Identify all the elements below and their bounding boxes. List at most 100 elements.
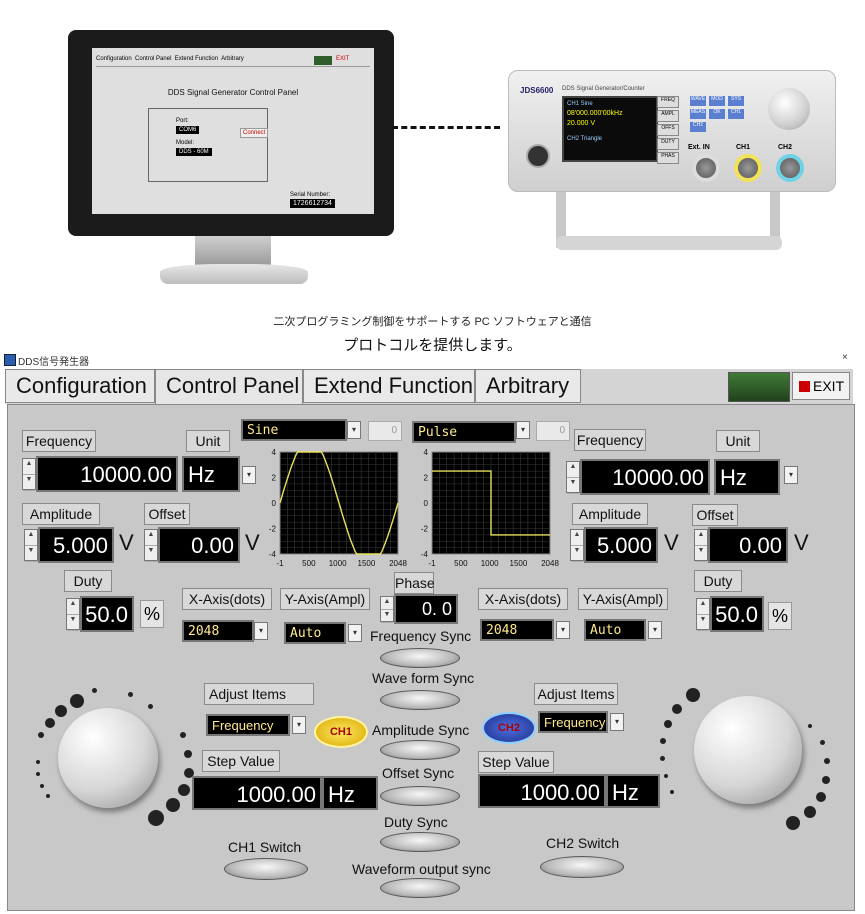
chevron-down-icon[interactable]: ▾ <box>610 713 624 731</box>
monitor-screen: Configuration Control Panel Extend Funct… <box>92 48 374 214</box>
ch1-step-input[interactable]: 1000.00 <box>192 776 322 810</box>
screen-connect: Connect <box>240 128 269 138</box>
ch1-amplitude-spinner[interactable]: ▲▼ <box>24 529 38 562</box>
ch1-offset-spinner[interactable]: ▲▼ <box>144 529 158 562</box>
tab-arbitrary[interactable]: Arbitrary <box>475 369 581 403</box>
ch1-amplitude-input[interactable]: 5.000 <box>38 527 114 563</box>
tab-extend-function[interactable]: Extend Function <box>303 369 475 403</box>
ch2-offset-input[interactable]: 0.00 <box>708 527 788 563</box>
ch1-duty-input[interactable]: 50.0 <box>80 596 134 632</box>
ch2-amplitude-spinner[interactable]: ▲▼ <box>570 529 584 562</box>
monitor-stand <box>195 236 271 266</box>
waveform-output-sync-toggle[interactable] <box>380 878 460 898</box>
ch2-waveform-select[interactable]: Pulse <box>412 421 516 443</box>
phase-spinner[interactable]: ▲▼ <box>380 596 394 623</box>
exit-button[interactable]: EXIT <box>792 372 850 400</box>
frequency-sync-label: Frequency Sync <box>370 628 472 644</box>
ch2-duty-input[interactable]: 50.0 <box>710 596 764 632</box>
ch2-adjust-label: Adjust Items <box>534 683 618 705</box>
ch2-knob[interactable] <box>694 696 802 804</box>
chevron-down-icon[interactable]: ▾ <box>348 624 362 642</box>
ch2-knob-dial[interactable] <box>658 680 838 840</box>
amplitude-sync-label: Amplitude Sync <box>372 722 470 738</box>
ch2-badge[interactable]: CH2 <box>482 712 536 744</box>
duty-sync-label: Duty Sync <box>384 814 448 830</box>
chevron-down-icon[interactable]: ▾ <box>242 466 256 484</box>
duty-sync-toggle[interactable] <box>380 832 460 852</box>
x-tick-label: 1500 <box>358 559 376 568</box>
ch2-frequency-input[interactable]: 10000.00 <box>580 459 710 495</box>
chevron-down-icon[interactable]: ▾ <box>254 622 268 640</box>
screen-tab: Extend Function <box>174 56 219 62</box>
ch1-unit-select[interactable]: Hz <box>182 456 240 492</box>
ch1-yaxis-select[interactable]: Auto <box>284 622 346 644</box>
ch2-amplitude-input[interactable]: 5.000 <box>584 527 658 563</box>
device-leg <box>770 190 780 248</box>
waveform-sync-toggle[interactable] <box>380 690 460 710</box>
ch2-frequency-spinner[interactable]: ▲▼ <box>566 461 580 494</box>
ch2-offset-spinner[interactable]: ▲▼ <box>694 529 708 562</box>
device-screen-line: CH1 Sine <box>567 101 593 107</box>
phase-input[interactable]: 0. 0 <box>394 594 458 624</box>
screen-port-label: Port: <box>176 118 189 124</box>
device-port-label: CH1 <box>736 144 751 151</box>
ch1-xaxis-select[interactable]: 2048 <box>182 620 254 642</box>
ch2-wave-index[interactable]: 0 <box>536 421 570 441</box>
ch2-xaxis-select[interactable]: 2048 <box>480 619 554 641</box>
y-tick-label: -4 <box>421 550 429 559</box>
ch1-frequency-spinner[interactable]: ▲▼ <box>22 458 36 491</box>
ch2-yaxis-select[interactable]: Auto <box>584 619 646 641</box>
chevron-down-icon[interactable]: ▾ <box>347 421 361 439</box>
ch2-duty-unit: % <box>768 602 792 630</box>
device-side-buttons: FREQ AMPL OFFS DUTY PHAS <box>657 96 679 164</box>
x-tick-label: 1500 <box>510 559 528 568</box>
amplitude-sync-toggle[interactable] <box>380 740 460 760</box>
ch1-switch[interactable] <box>224 858 308 880</box>
chevron-down-icon[interactable]: ▾ <box>648 621 662 639</box>
tab-configuration[interactable]: Configuration <box>5 369 155 403</box>
ch1-badge[interactable]: CH1 <box>314 716 368 748</box>
device-port-label: Ext. IN <box>688 144 710 151</box>
ch1-knob-dial[interactable] <box>30 680 200 840</box>
ch1-adjust-select[interactable]: Frequency <box>206 714 290 736</box>
frequency-sync-toggle[interactable] <box>380 648 460 668</box>
chevron-down-icon[interactable]: ▾ <box>292 716 306 734</box>
device-handle <box>556 236 782 250</box>
connection-line <box>392 126 500 129</box>
device-side-button: DUTY <box>657 138 679 150</box>
ch1-waveform-select[interactable]: Sine <box>241 419 347 441</box>
device-screen-line: 20.000 V <box>567 120 596 127</box>
ch2-switch[interactable] <box>540 856 624 878</box>
chevron-down-icon[interactable]: ▾ <box>784 466 798 484</box>
screen-tab: Control Panel <box>135 56 172 62</box>
ch1-frequency-input[interactable]: 10000.00 <box>36 456 178 492</box>
ch2-unit-label: Unit <box>716 430 760 452</box>
ch2-unit-select[interactable]: Hz <box>714 459 780 495</box>
screen-tab: Arbitrary <box>221 56 244 62</box>
y-tick-label: 2 <box>424 474 429 483</box>
ch1-offset-input[interactable]: 0.00 <box>158 527 240 563</box>
tab-control-panel[interactable]: Control Panel <box>155 369 303 406</box>
app-icon <box>4 354 16 366</box>
chevron-down-icon[interactable]: ▾ <box>516 421 530 439</box>
phase-label: Phase <box>394 572 435 594</box>
ch2-switch-label: CH2 Switch <box>546 835 620 851</box>
chevron-down-icon[interactable]: ▾ <box>556 621 570 639</box>
ch2-adjust-select[interactable]: Frequency <box>538 711 608 733</box>
ch1-wave-index[interactable]: 0 <box>368 421 402 441</box>
ch1-offset-unit: V <box>245 530 260 555</box>
screen-exit: EXIT <box>336 56 350 62</box>
ch1-duty-spinner[interactable]: ▲▼ <box>66 598 80 631</box>
ch2-step-input[interactable]: 1000.00 <box>478 774 606 808</box>
ch2-duty-spinner[interactable]: ▲▼ <box>696 598 710 631</box>
device-keys: WAVE MOD SYS MEAS OK CH1 CH2 <box>690 96 752 132</box>
device-title: DDS Signal Generator/Counter <box>562 86 645 92</box>
ch1-knob[interactable] <box>58 708 158 808</box>
offset-sync-toggle[interactable] <box>380 786 460 806</box>
close-button[interactable]: × <box>842 352 848 363</box>
x-tick-label: -1 <box>428 559 436 568</box>
ch1-adjust-label: Adjust Items <box>204 683 314 705</box>
stop-icon <box>799 381 810 392</box>
ch2-offset-label: Offset <box>692 504 738 526</box>
